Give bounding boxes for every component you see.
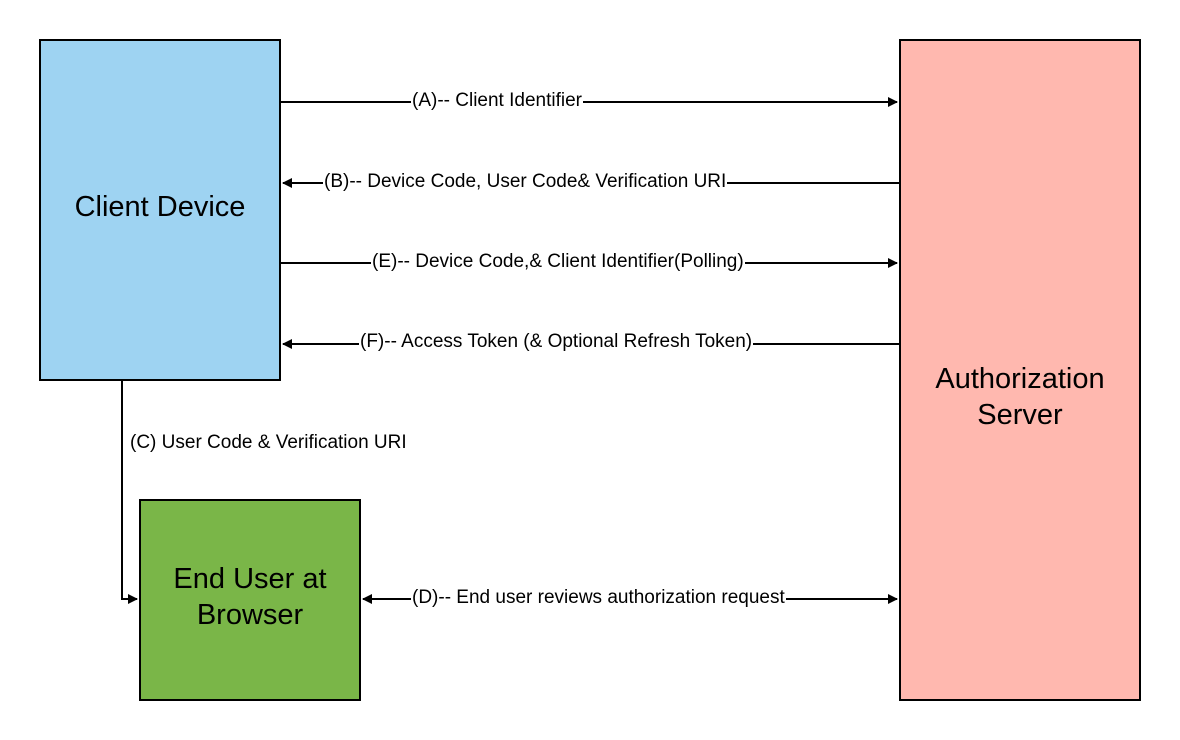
edge-d-label: (D)-- End user reviews authorization req… [411,587,786,609]
end-user-label: End User at Browser [173,563,327,631]
end-user-box: End User at Browser [139,499,361,701]
client-device-label: Client Device [74,191,246,223]
edge-c-line [121,381,138,604]
edge-f-label: (F)-- Access Token (& Optional Refresh T… [359,331,754,353]
authorization-server-box: Authorization Server [899,39,1141,701]
edge-e-label: (E)-- Device Code,& Client Identifier(Po… [371,251,745,273]
edge-b-label: (B)-- Device Code, User Code& Verificati… [323,171,728,193]
edge-c-label: (C) User Code & Verification URI [129,432,408,454]
authorization-server-label: Authorization Server [935,363,1105,431]
client-device-box: Client Device [39,39,281,381]
edge-a-label: (A)-- Client Identifier [411,90,583,112]
